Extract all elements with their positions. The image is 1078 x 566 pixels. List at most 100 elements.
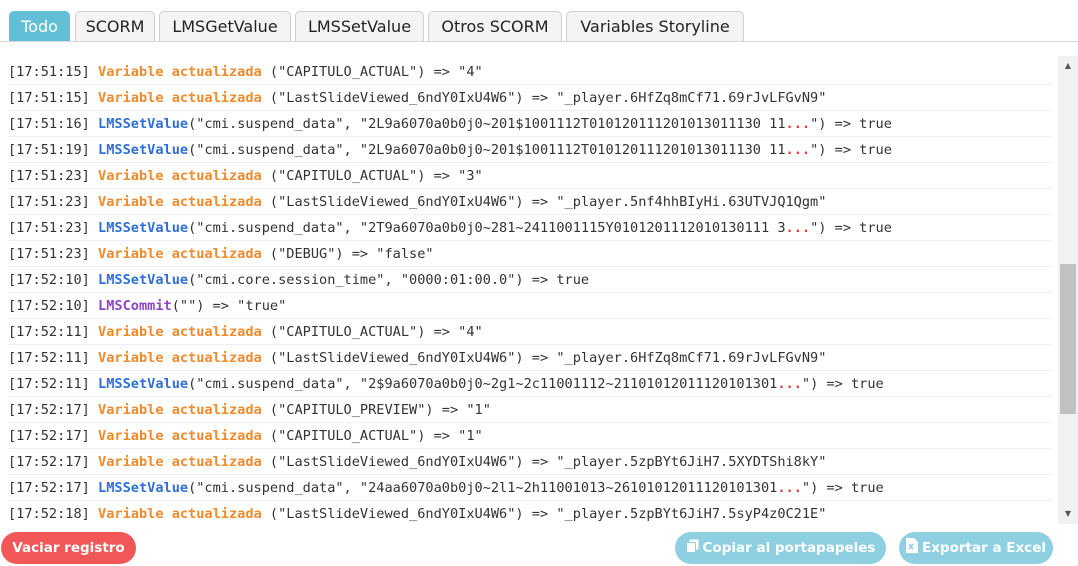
log-entry: [17:51:23] Variable actualizada ("CAPITU…: [8, 163, 1052, 189]
log-truncation-marker: ...: [777, 376, 802, 392]
scroll-thumb[interactable]: [1060, 264, 1076, 414]
log-details: ("") => "true": [171, 298, 287, 314]
log-entry: [17:52:11] Variable actualizada ("LastSl…: [8, 345, 1052, 371]
log-timestamp: [17:52:11]: [8, 324, 90, 340]
log-keyword: Variable actualizada: [98, 168, 262, 184]
clear-log-label: Vaciar registro: [12, 540, 125, 556]
log-keyword: LMSSetValue: [98, 272, 189, 288]
log-entry: [17:52:18] Variable actualizada ("LastSl…: [8, 501, 1052, 524]
log-details: ("cmi.suspend_data", "2L9a6070a0b0j0~201…: [188, 116, 786, 132]
log-panel[interactable]: [17:51:15] Variable actualizada ("CAPITU…: [0, 56, 1058, 524]
tab-lmssetvalue[interactable]: LMSSetValue: [295, 11, 424, 41]
log-timestamp: [17:52:11]: [8, 350, 90, 366]
excel-icon: [906, 533, 918, 565]
log-entry: [17:51:23] Variable actualizada ("LastSl…: [8, 189, 1052, 215]
log-details: ("cmi.suspend_data", "24aa6070a0b0j0~2l1…: [188, 480, 778, 496]
log-details: ("CAPITULO_ACTUAL") => "1": [261, 428, 483, 444]
log-entry: [17:51:16] LMSSetValue("cmi.suspend_data…: [8, 111, 1052, 137]
log-entry: [17:51:19] LMSSetValue("cmi.suspend_data…: [8, 137, 1052, 163]
log-details: ("CAPITULO_ACTUAL") => "4": [261, 324, 483, 340]
log-entry: [17:51:23] LMSSetValue("cmi.suspend_data…: [8, 215, 1052, 241]
log-keyword: Variable actualizada: [98, 90, 262, 106]
log-entry: [17:52:10] LMSCommit("") => "true": [8, 293, 1052, 319]
tab-todo[interactable]: Todo: [9, 11, 70, 41]
log-truncation-marker: ...: [785, 220, 811, 236]
copy-icon: [685, 533, 699, 565]
log-timestamp: [17:51:15]: [8, 64, 90, 80]
log-timestamp: [17:51:23]: [8, 168, 90, 184]
log-details: ("LastSlideViewed_6ndY0IxU4W6") => "_pla…: [261, 454, 827, 470]
log-timestamp: [17:51:16]: [8, 116, 90, 132]
log-keyword: LMSSetValue: [98, 220, 189, 236]
log-timestamp: [17:51:23]: [8, 246, 90, 262]
log-keyword: Variable actualizada: [98, 428, 262, 444]
log-details: ("CAPITULO_PREVIEW") => "1": [261, 402, 491, 418]
tab-bar: Todo SCORM LMSGetValue LMSSetValue Otros…: [0, 0, 1078, 42]
export-excel-button[interactable]: Exportar a Excel: [899, 532, 1053, 564]
copy-label: Copiar al portapapeles: [702, 540, 876, 556]
log-timestamp: [17:52:11]: [8, 376, 90, 392]
log-timestamp: [17:52:17]: [8, 480, 90, 496]
tab-variables-storyline[interactable]: Variables Storyline: [566, 11, 744, 41]
log-timestamp: [17:51:23]: [8, 194, 90, 210]
log-keyword: LMSCommit: [98, 298, 172, 314]
log-result: ") => true: [810, 142, 892, 158]
log-scrollbar[interactable]: ▲ ▼: [1058, 56, 1078, 524]
log-keyword: LMSSetValue: [98, 142, 189, 158]
log-details: ("CAPITULO_ACTUAL") => "3": [261, 168, 483, 184]
log-keyword: Variable actualizada: [98, 324, 262, 340]
log-details: ("cmi.suspend_data", "2T9a6070a0b0j0~281…: [188, 220, 786, 236]
log-timestamp: [17:52:10]: [8, 272, 90, 288]
log-timestamp: [17:51:15]: [8, 90, 90, 106]
log-result: ") => true: [810, 220, 892, 236]
log-entry: [17:52:11] LMSSetValue("cmi.suspend_data…: [8, 371, 1052, 397]
log-truncation-marker: ...: [777, 480, 802, 496]
log-entry: [17:51:23] Variable actualizada ("DEBUG"…: [8, 241, 1052, 267]
export-label: Exportar a Excel: [922, 540, 1046, 556]
log-result: ") => true: [810, 116, 892, 132]
log-result: ") => true: [801, 480, 884, 496]
copy-to-clipboard-button[interactable]: Copiar al portapapeles: [675, 532, 886, 564]
tab-scorm[interactable]: SCORM: [75, 11, 155, 41]
log-keyword: LMSSetValue: [98, 376, 189, 392]
log-result: ") => true: [801, 376, 884, 392]
tab-otros-scorm[interactable]: Otros SCORM: [428, 11, 562, 41]
log-entry: [17:52:17] Variable actualizada ("LastSl…: [8, 449, 1052, 475]
log-entry: [17:52:17] Variable actualizada ("CAPITU…: [8, 397, 1052, 423]
log-keyword: Variable actualizada: [98, 64, 262, 80]
log-keyword: Variable actualizada: [98, 194, 262, 210]
log-timestamp: [17:52:17]: [8, 428, 90, 444]
log-details: ("LastSlideViewed_6ndY0IxU4W6") => "_pla…: [261, 506, 827, 522]
log-keyword: Variable actualizada: [98, 350, 262, 366]
log-truncation-marker: ...: [785, 116, 811, 132]
log-keyword: LMSSetValue: [98, 116, 189, 132]
log-details: ("LastSlideViewed_6ndY0IxU4W6") => "_pla…: [261, 350, 827, 366]
log-entry: [17:52:17] Variable actualizada ("CAPITU…: [8, 423, 1052, 449]
log-entry: [17:51:15] Variable actualizada ("CAPITU…: [8, 59, 1052, 85]
log-timestamp: [17:51:23]: [8, 220, 90, 236]
log-keyword: LMSSetValue: [98, 480, 189, 496]
log-details: ("cmi.core.session_time", "0000:01:00.0"…: [188, 272, 590, 288]
scroll-down-arrow-icon[interactable]: ▼: [1064, 509, 1072, 518]
scroll-up-arrow-icon[interactable]: ▲: [1064, 61, 1072, 70]
clear-log-button[interactable]: Vaciar registro: [1, 532, 136, 564]
log-details: ("CAPITULO_ACTUAL") => "4": [261, 64, 483, 80]
log-keyword: Variable actualizada: [98, 402, 262, 418]
tab-lmsgetvalue[interactable]: LMSGetValue: [159, 11, 291, 41]
log-keyword: Variable actualizada: [98, 506, 262, 522]
log-timestamp: [17:52:17]: [8, 454, 90, 470]
log-details: ("DEBUG") => "false": [261, 246, 434, 262]
log-entry: [17:52:11] Variable actualizada ("CAPITU…: [8, 319, 1052, 345]
log-entry: [17:51:15] Variable actualizada ("LastSl…: [8, 85, 1052, 111]
log-timestamp: [17:52:17]: [8, 402, 90, 418]
log-timestamp: [17:51:19]: [8, 142, 90, 158]
log-truncation-marker: ...: [785, 142, 811, 158]
log-timestamp: [17:52:18]: [8, 506, 90, 522]
log-details: ("cmi.suspend_data", "2L9a6070a0b0j0~201…: [188, 142, 786, 158]
log-timestamp: [17:52:10]: [8, 298, 90, 314]
log-keyword: Variable actualizada: [98, 246, 262, 262]
log-keyword: Variable actualizada: [98, 454, 262, 470]
log-entry: [17:52:17] LMSSetValue("cmi.suspend_data…: [8, 475, 1052, 501]
log-entry: [17:52:10] LMSSetValue("cmi.core.session…: [8, 267, 1052, 293]
log-details: ("LastSlideViewed_6ndY0IxU4W6") => "_pla…: [261, 194, 827, 210]
